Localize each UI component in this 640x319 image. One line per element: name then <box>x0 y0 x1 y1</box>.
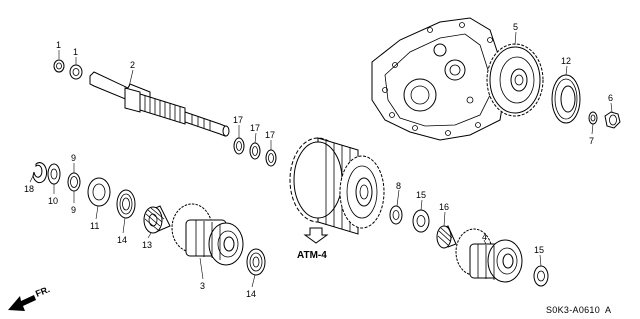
part-4-gear <box>455 228 523 283</box>
callout-3: 3 <box>200 281 205 291</box>
callout-7: 7 <box>589 136 594 146</box>
callout-9b: 9 <box>71 205 76 215</box>
part-15-collar-a <box>412 209 430 233</box>
callout-15a: 15 <box>416 190 426 200</box>
atm-4-reference-label: ATM-4 <box>297 250 327 261</box>
part-1-snap-ring-a <box>53 59 65 73</box>
callout-16: 16 <box>439 202 449 212</box>
callout-14a: 14 <box>117 235 127 245</box>
diagram-code: S0K3-A0610 <box>546 305 600 315</box>
callout-1b: 1 <box>73 47 78 57</box>
callout-18: 18 <box>24 184 34 194</box>
part-8-washer <box>389 205 403 225</box>
callout-14b: 14 <box>246 289 256 299</box>
part-10-washer <box>47 163 61 185</box>
part-13-needle-bearing <box>143 205 171 234</box>
callout-17b: 17 <box>250 123 260 133</box>
part-11-thrust-washer <box>87 177 111 207</box>
part-7-washer <box>588 111 598 125</box>
callout-17c: 17 <box>265 130 275 140</box>
callout-4: 4 <box>482 232 487 242</box>
front-direction-label: FR. <box>34 284 51 299</box>
part-18-snap-ring <box>32 162 48 184</box>
part-9-ring <box>67 172 81 192</box>
part-12-bearing <box>551 74 581 124</box>
callout-5: 5 <box>513 22 518 32</box>
part-15-collar-b <box>533 265 549 287</box>
callout-13: 13 <box>142 240 152 250</box>
callout-12: 12 <box>561 56 571 66</box>
clutch-assembly <box>289 137 385 235</box>
atm-4-reference-arrow <box>303 227 329 244</box>
part-14-thrust-bearing-b <box>246 248 266 276</box>
part-2-mainshaft <box>89 71 230 137</box>
part-14-thrust-bearing-a <box>116 189 136 219</box>
diagram-code-suffix: A <box>605 305 611 315</box>
front-direction-arrow <box>8 295 36 311</box>
part-16-needle-bearing <box>436 225 457 249</box>
callout-2: 2 <box>130 60 135 70</box>
callout-6: 6 <box>608 93 613 103</box>
part-3-gear <box>171 203 244 266</box>
part-1-snap-ring-b <box>69 64 83 80</box>
leader-lines <box>29 31 613 288</box>
callout-numbers: 1 1 2 3 4 5 6 7 8 9 9 10 11 12 13 14 14 … <box>24 22 613 299</box>
callout-11: 11 <box>90 221 99 231</box>
callout-1a: 1 <box>56 40 61 50</box>
callout-8: 8 <box>396 181 401 191</box>
part-6-lock-nut <box>604 111 621 129</box>
part-17-shim-a <box>233 137 245 155</box>
callout-17a: 17 <box>233 115 243 125</box>
part-17-shim-b <box>249 142 261 160</box>
part-17-shim-c <box>265 149 277 167</box>
part-5-idler-gear <box>486 43 544 117</box>
part-case-cover <box>371 17 506 141</box>
callout-10: 10 <box>48 196 58 206</box>
callout-15b: 15 <box>534 245 544 255</box>
callout-9a: 9 <box>71 153 76 163</box>
